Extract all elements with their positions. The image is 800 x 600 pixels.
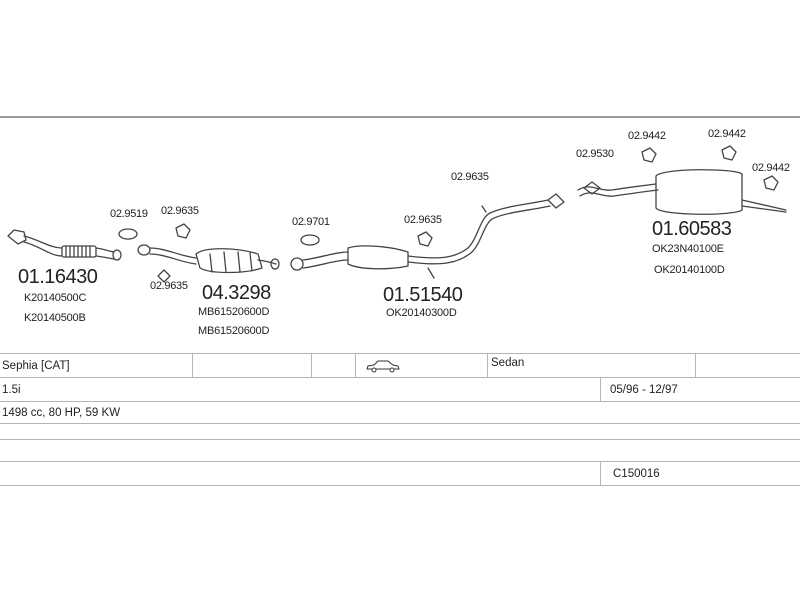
engine: 1.5i <box>2 384 21 396</box>
gasket-ring-a <box>118 228 138 240</box>
table-row: 1.5i 05/96 - 12/97 <box>0 377 800 402</box>
sedan-car-icon <box>366 360 400 373</box>
middle-pipe-oem: OK20140300D <box>386 307 457 319</box>
exhaust-diagram: 02.9519 02.9635 02.9635 02.9701 02.9635 … <box>0 118 800 353</box>
catalyst-part <box>137 244 280 274</box>
table-row: C150016 <box>0 461 800 486</box>
engine-specs: 1498 cc, 80 HP, 59 KW <box>2 407 121 419</box>
catalyst-oem-1: MB61520600D <box>198 306 270 318</box>
hanger-j-label: 02.9442 <box>752 162 790 174</box>
middle-pipe-part <box>290 193 565 279</box>
hanger-f-label: 02.9635 <box>451 171 489 183</box>
gasket-d-label: 02.9701 <box>292 216 330 228</box>
body-type: Sedan <box>491 357 525 369</box>
front-pipe-code: 01.16430 <box>18 266 98 288</box>
exhaust-drawing <box>7 145 787 283</box>
front-pipe-oem-1: K20140500C <box>24 292 87 304</box>
middle-pipe-code: 01.51540 <box>383 284 463 306</box>
front-pipe-part <box>7 229 122 261</box>
gasket-c-label: 02.9635 <box>150 280 188 292</box>
hanger-b <box>175 223 191 239</box>
top-border <box>0 116 800 118</box>
table-row <box>0 423 800 440</box>
catalyst-oem-2: MB61520600D <box>198 325 270 337</box>
production-years: 05/96 - 12/97 <box>610 384 678 396</box>
hanger-i <box>721 145 737 161</box>
gasket-b-label: 02.9635 <box>161 205 199 217</box>
rear-muffler-oem-2: OK20140100D <box>654 264 725 276</box>
hanger-h-label: 02.9442 <box>628 130 666 142</box>
gasket-ring-d <box>300 234 320 246</box>
hanger-e <box>417 231 433 247</box>
hanger-c <box>157 269 171 283</box>
gasket-a-label: 02.9519 <box>110 208 148 220</box>
table-row: Sephia [CAT] Sedan <box>0 353 800 378</box>
system-code: C150016 <box>613 468 660 480</box>
table-bottom-border <box>0 485 800 486</box>
rear-muffler-part <box>577 169 787 215</box>
clamp-g <box>583 181 601 195</box>
rear-muffler-oem-1: OK23N40100E <box>652 243 724 255</box>
model-name: Sephia [CAT] <box>2 360 70 372</box>
table-row <box>0 439 800 462</box>
hanger-i-label: 02.9442 <box>708 128 746 140</box>
rear-muffler-code: 01.60583 <box>652 218 732 240</box>
clamp-g-label: 02.9530 <box>576 148 614 160</box>
front-pipe-oem-2: K20140500B <box>24 312 86 324</box>
hanger-h <box>641 147 657 163</box>
table-row: 1498 cc, 80 HP, 59 KW <box>0 401 800 424</box>
catalyst-code: 04.3298 <box>202 282 271 304</box>
hanger-j <box>763 175 779 191</box>
gasket-e-label: 02.9635 <box>404 214 442 226</box>
